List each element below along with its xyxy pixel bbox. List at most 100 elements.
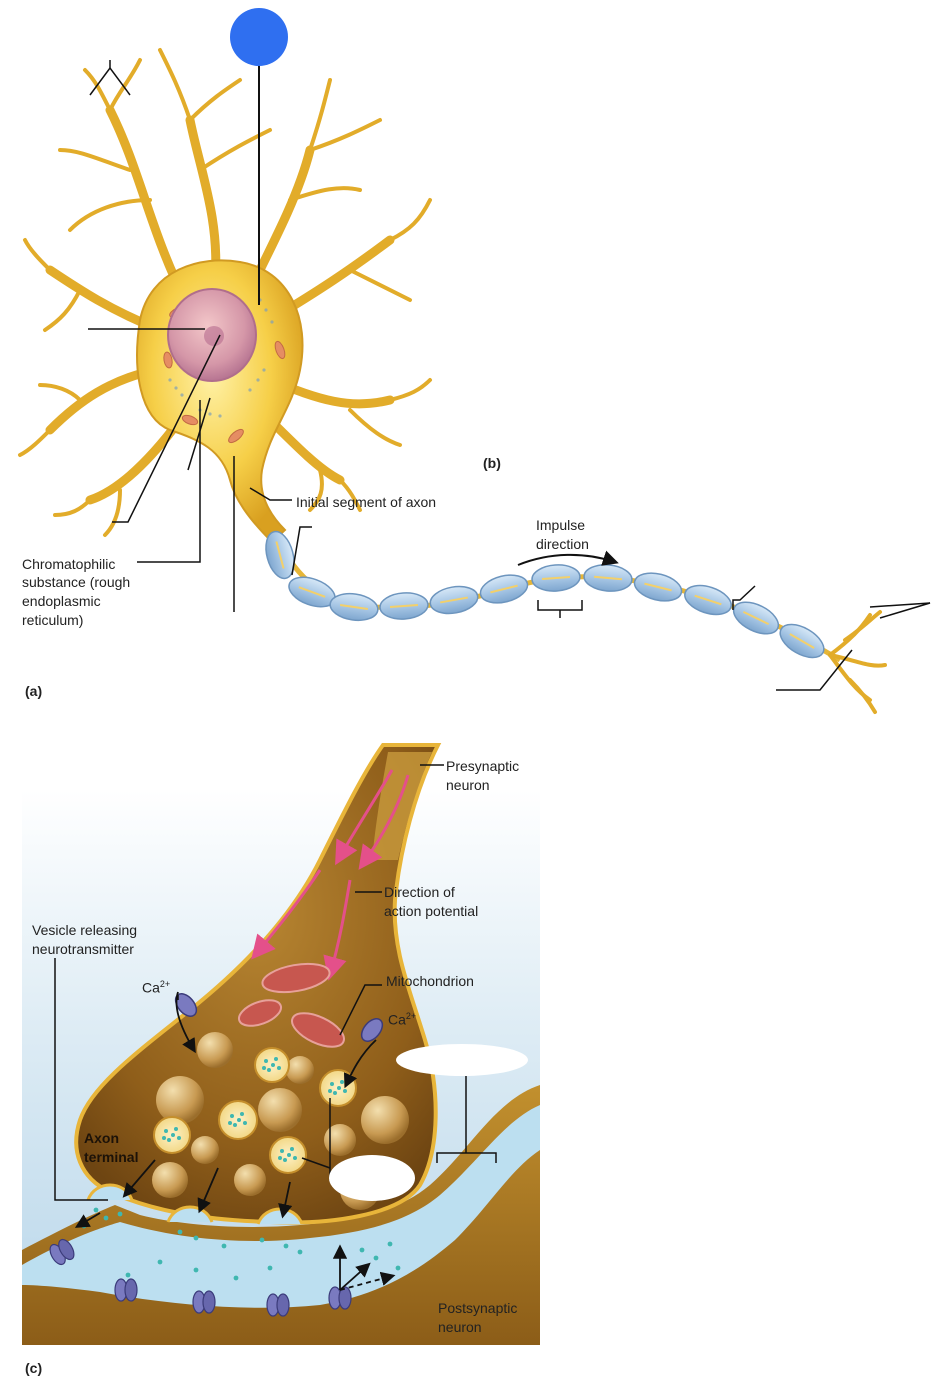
nt-molecule bbox=[259, 1237, 265, 1243]
neurotransmitter-dot bbox=[267, 1068, 271, 1072]
mitochondria-terminal bbox=[237, 962, 345, 1048]
label-vesicle-1: Vesicle releasing bbox=[32, 922, 138, 938]
myelin-core bbox=[490, 584, 518, 594]
nt-molecule bbox=[177, 1229, 183, 1235]
label-impulse-1: Impulse bbox=[536, 517, 586, 533]
myelin-core bbox=[789, 633, 815, 649]
receptor-half bbox=[338, 1286, 352, 1310]
nt-molecule bbox=[117, 1211, 123, 1217]
vesicle-ball bbox=[156, 1076, 204, 1124]
neurotransmitter-dot bbox=[171, 1133, 175, 1137]
label-direction-2: action potential bbox=[384, 903, 479, 919]
neurotransmitter-dot bbox=[340, 1080, 344, 1084]
nt-molecule bbox=[103, 1215, 109, 1221]
neurotransmitter-dot bbox=[230, 1114, 234, 1118]
neurotransmitter-dot bbox=[264, 1059, 268, 1063]
neurotransmitter-dot bbox=[162, 1136, 166, 1140]
myelin-sheath bbox=[265, 530, 825, 659]
leader-lines-c bbox=[54, 764, 497, 1201]
neurotransmitter-dot bbox=[280, 1149, 284, 1153]
nt-molecule bbox=[297, 1249, 303, 1255]
label-postsynaptic-2: neuron bbox=[438, 1319, 482, 1335]
axon-terminal-branches bbox=[828, 610, 887, 714]
neurotransmitter-dot bbox=[278, 1156, 282, 1160]
label-axon-terminal-2: terminal bbox=[84, 1149, 139, 1165]
label-chromatophilic-1: Chromatophilic bbox=[22, 556, 116, 572]
neurotransmitter-dot bbox=[233, 1123, 237, 1127]
action-potential-arrows bbox=[251, 769, 410, 981]
neurotransmitter-dot bbox=[328, 1089, 332, 1093]
nt-molecule bbox=[373, 1255, 379, 1261]
receptor-half bbox=[58, 1238, 75, 1261]
label-vesicle-2: neurotransmitter bbox=[32, 941, 134, 957]
nt-molecule bbox=[233, 1275, 239, 1281]
receptor-half bbox=[124, 1278, 138, 1302]
myelin-core bbox=[694, 594, 722, 606]
neurotransmitter-dot bbox=[177, 1136, 181, 1140]
label-axon-terminal-1: Axon bbox=[84, 1130, 119, 1146]
label-mitochondrion: Mitochondrion bbox=[386, 973, 474, 989]
neurotransmitter-dot bbox=[274, 1057, 278, 1061]
nt-molecule bbox=[193, 1235, 199, 1241]
neurotransmitter-dot bbox=[167, 1138, 171, 1142]
myelin-core bbox=[541, 576, 571, 580]
receptor-half bbox=[202, 1290, 216, 1314]
label-direction-1: Direction of bbox=[384, 884, 455, 900]
vesicle-ball bbox=[197, 1032, 233, 1068]
neurotransmitter-dot bbox=[271, 1063, 275, 1067]
receptors bbox=[49, 1238, 352, 1317]
neurotransmitter-dot bbox=[277, 1066, 281, 1070]
myelin-core bbox=[298, 586, 326, 598]
label-initial-segment: Initial segment of axon bbox=[296, 494, 437, 510]
label-chromatophilic-2: substance (rough bbox=[22, 574, 131, 590]
vesicle-ball bbox=[361, 1096, 409, 1144]
panel-label-c: (c) bbox=[25, 1360, 43, 1376]
neurotransmitter-dot bbox=[240, 1112, 244, 1116]
nt-molecule bbox=[157, 1259, 163, 1265]
vesicle-ball bbox=[324, 1124, 356, 1156]
neurotransmitter-dot bbox=[290, 1147, 294, 1151]
label-chromatophilic-3: endoplasmic bbox=[22, 593, 101, 609]
vesicle-ball bbox=[152, 1162, 188, 1198]
neurotransmitter-dot bbox=[243, 1121, 247, 1125]
neurotransmitter-dot bbox=[287, 1153, 291, 1157]
myelin-core bbox=[275, 541, 285, 569]
neurotransmitter-dot bbox=[333, 1091, 337, 1095]
neurotransmitter-dot bbox=[174, 1127, 178, 1131]
label-ca-right: Ca2+ bbox=[388, 1011, 417, 1028]
myelin-core bbox=[593, 575, 623, 581]
myelin-core bbox=[644, 582, 672, 592]
mask-lower bbox=[329, 1155, 415, 1201]
neurotransmitter-dot bbox=[337, 1086, 341, 1090]
neurotransmitter-dot bbox=[164, 1129, 168, 1133]
nt-molecule bbox=[267, 1265, 273, 1271]
vesicle-ball bbox=[258, 1088, 302, 1132]
label-chromatophilic-4: reticulum) bbox=[22, 612, 84, 628]
myelin-core bbox=[440, 596, 468, 604]
nucleolus bbox=[204, 326, 224, 346]
label-impulse-2: direction bbox=[536, 536, 589, 552]
vesicle-arrows bbox=[74, 991, 396, 1291]
vesicle-ball bbox=[286, 1056, 314, 1084]
synaptic-cleft bbox=[22, 1105, 540, 1308]
impulse-arrow bbox=[517, 550, 619, 566]
neurotransmitter-dot bbox=[237, 1118, 241, 1122]
neurotransmitter-dot bbox=[293, 1156, 297, 1160]
marker-pin[interactable] bbox=[230, 8, 288, 66]
neurotransmitter-dot bbox=[228, 1121, 232, 1125]
neurotransmitter-molecules bbox=[81, 1207, 401, 1281]
panel-label-a: (a) bbox=[25, 683, 43, 699]
myelin-core bbox=[389, 604, 419, 608]
leader-lines-a bbox=[88, 60, 931, 691]
receptor-half bbox=[276, 1293, 290, 1317]
nt-molecule bbox=[193, 1267, 199, 1273]
myelin-core bbox=[742, 610, 770, 626]
panel-label-b: (b) bbox=[483, 455, 501, 471]
label-ca-left: Ca2+ bbox=[142, 979, 171, 996]
label-postsynaptic-1: Postsynaptic bbox=[438, 1300, 518, 1316]
nt-molecule bbox=[283, 1243, 289, 1249]
nt-molecule bbox=[93, 1207, 99, 1213]
vesicle-ball bbox=[191, 1136, 219, 1164]
